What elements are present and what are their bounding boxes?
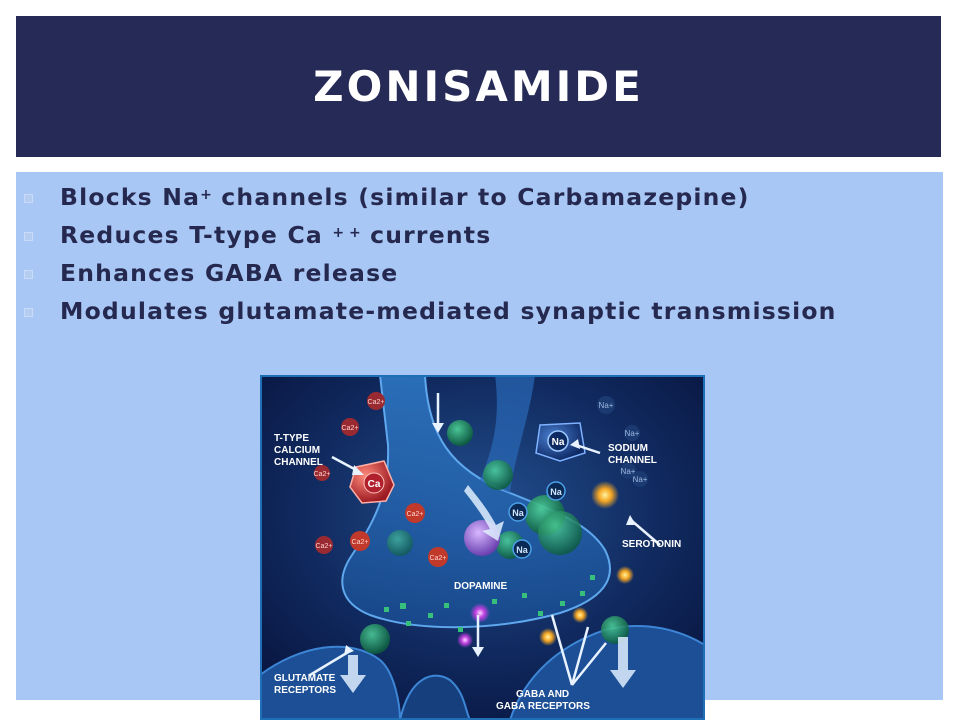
slide-title: ZONISAMIDE <box>313 62 644 111</box>
svg-text:Ca2+: Ca2+ <box>368 399 385 406</box>
flow-arrows <box>340 485 636 693</box>
svg-text:Na+: Na+ <box>633 475 648 484</box>
postsynaptic-mid <box>398 674 472 720</box>
svg-text:Na: Na <box>550 487 562 497</box>
na-ions: Na Na Na <box>508 481 566 559</box>
svg-text:Na: Na <box>552 437 565 448</box>
postsynaptic-left <box>260 645 402 720</box>
svg-text:Na+: Na+ <box>599 401 614 410</box>
label-sodium: SODIUM <box>608 443 648 454</box>
svg-text:Na+: Na+ <box>625 429 640 438</box>
title-bar: ZONISAMIDE <box>16 16 941 157</box>
label-gaba-receptors: GABA RECEPTORS <box>496 701 590 712</box>
bullet-item: Reduces T-type Ca + + currents <box>24 220 920 250</box>
svg-text:Na+: Na+ <box>621 467 636 476</box>
vesicle <box>387 530 413 556</box>
synapse-illustration: Na Na Na Na+ Na+ Na+ Na+ Na Ca Ca2+ <box>260 375 705 720</box>
label-glutamate: GLUTAMATE <box>274 673 336 684</box>
svg-text:Ca2+: Ca2+ <box>407 511 424 518</box>
svg-text:Na: Na <box>516 545 528 555</box>
label-gaba-and: GABA AND <box>516 689 569 700</box>
svg-text:Ca2+: Ca2+ <box>316 543 333 550</box>
serotonin-glow <box>539 628 557 646</box>
vesicle <box>483 460 513 490</box>
sodium-channel: Na <box>535 422 586 462</box>
label-serotonin: SEROTONIN <box>622 539 681 550</box>
label-t-type: T-TYPE <box>274 433 309 444</box>
ca-ions: Ca2+ Ca2+ Ca2+ Ca2+ Ca2+ Ca2+ Ca2+ <box>314 392 448 567</box>
t-type-calcium-channel: Ca <box>349 460 395 504</box>
label-calcium: CALCIUM <box>274 445 320 456</box>
dopamine-glow <box>457 632 473 648</box>
label-dopamine: DOPAMINE <box>454 581 507 592</box>
svg-text:Na: Na <box>512 508 524 518</box>
arrow-heads <box>344 423 636 657</box>
bullet-item: Modulates glutamate-mediated synaptic tr… <box>24 296 920 326</box>
label-sodium-channel: CHANNEL <box>608 455 657 466</box>
svg-text:Ca: Ca <box>368 479 381 490</box>
vesicle <box>447 420 473 446</box>
outer-na-ions: Na+ Na+ Na+ Na+ <box>597 396 648 487</box>
bullet-list: Blocks Na+ channels (similar to Carbamaz… <box>24 182 920 326</box>
figure-labels: T-TYPE CALCIUM CHANNEL SODIUM CHANNEL SE… <box>274 433 681 712</box>
synapse-diagram: Na Na Na Na+ Na+ Na+ Na+ Na Ca Ca2+ <box>260 375 705 720</box>
bullet-item: Blocks Na+ channels (similar to Carbamaz… <box>24 182 920 212</box>
vesicle <box>538 511 582 555</box>
label-channel: CHANNEL <box>274 457 323 468</box>
serotonin-glow <box>572 607 588 623</box>
vesicle <box>360 624 390 654</box>
svg-text:Ca2+: Ca2+ <box>314 471 331 478</box>
glutamate-particles <box>384 575 595 632</box>
figure-border <box>260 375 705 720</box>
dopamine-glow <box>470 603 490 623</box>
bullet-item: Enhances GABA release <box>24 258 920 288</box>
svg-text:Ca2+: Ca2+ <box>342 425 359 432</box>
svg-text:Ca2+: Ca2+ <box>430 555 447 562</box>
svg-text:Ca2+: Ca2+ <box>352 539 369 546</box>
serotonin-glow <box>591 481 619 509</box>
label-receptors: RECEPTORS <box>274 685 336 696</box>
serotonin-glow <box>616 566 634 584</box>
